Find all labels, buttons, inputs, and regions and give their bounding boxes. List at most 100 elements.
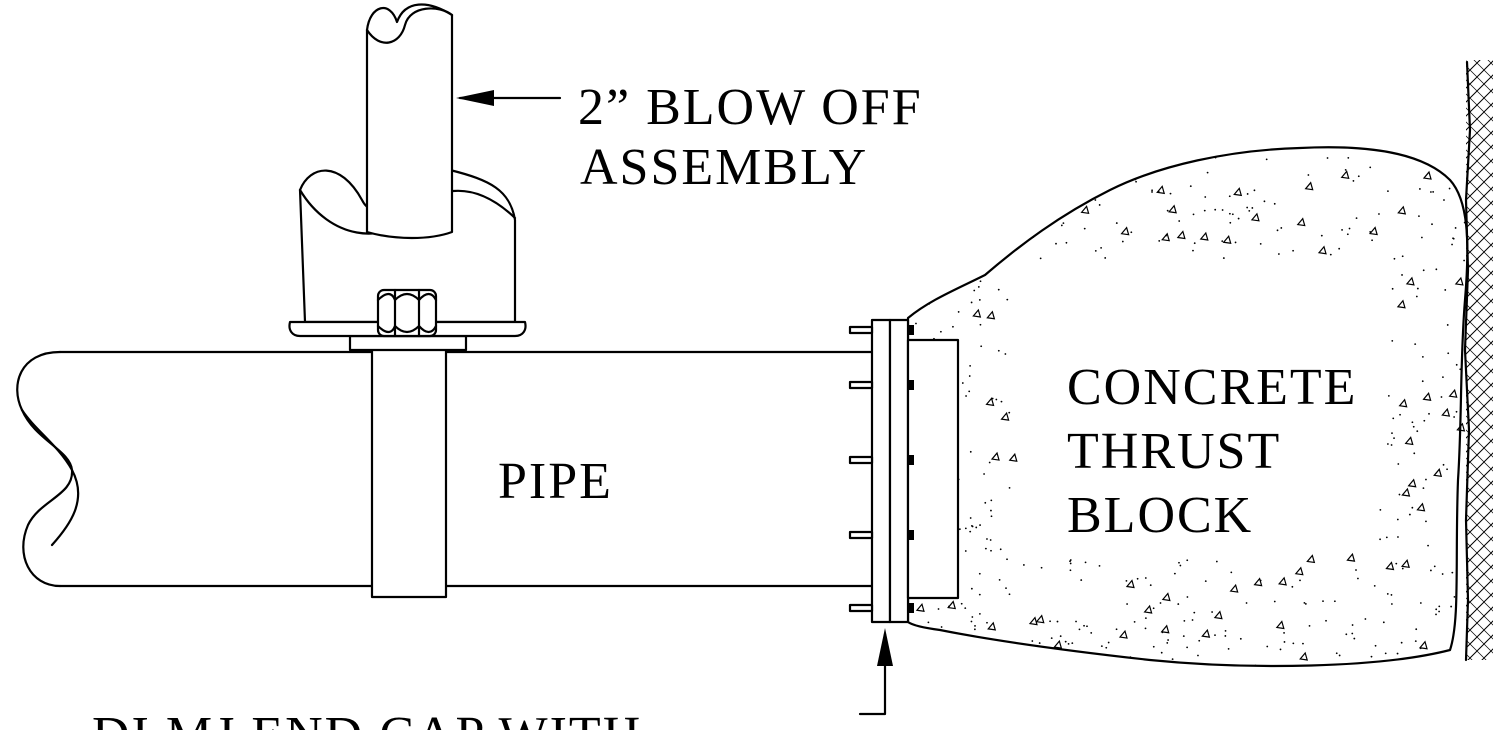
- stipple-dot: [1348, 227, 1351, 230]
- stipple-dot: [1253, 189, 1256, 192]
- stipple-dot: [997, 288, 1000, 291]
- stipple-dot: [1451, 243, 1453, 246]
- stipple-dot: [1107, 641, 1110, 644]
- stipple-dot: [1344, 168, 1347, 171]
- aggregate-mark: [986, 310, 996, 320]
- stipple-dot: [1432, 191, 1435, 193]
- stipple-dot: [1382, 621, 1385, 624]
- aggregate-mark: [1396, 299, 1406, 309]
- stipple-dot: [1352, 180, 1355, 182]
- stipple-dot: [969, 450, 972, 453]
- aggregate-mark: [1385, 561, 1395, 571]
- stipple-dot: [1129, 656, 1132, 659]
- aggregate-mark: [1213, 610, 1223, 620]
- stipple-dot: [1100, 247, 1102, 249]
- stipple-dot: [1326, 157, 1329, 159]
- stipple-dot: [1438, 605, 1441, 608]
- stipple-dot: [1452, 237, 1454, 240]
- stipple-dot: [1397, 536, 1399, 538]
- stipple-dot: [1277, 253, 1280, 255]
- stipple-dot: [1446, 468, 1448, 471]
- aggregate-mark: [1441, 407, 1451, 417]
- stipple-dot: [1353, 637, 1356, 640]
- stipple-dot: [1371, 239, 1373, 242]
- stipple-dot: [1322, 600, 1324, 603]
- stipple-dot: [970, 620, 973, 623]
- stipple-dot: [1387, 394, 1390, 397]
- stipple-dot: [1433, 565, 1436, 568]
- end-cap-label-partial: DI MJ END CAP WITH: [92, 707, 642, 730]
- aggregate-mark: [1404, 436, 1414, 446]
- stipple-dot: [1193, 611, 1196, 614]
- stipple-dot: [1121, 240, 1124, 243]
- stipple-dot: [1347, 156, 1350, 159]
- stipple-dot: [1292, 642, 1295, 645]
- stipple-dot: [1329, 253, 1332, 256]
- stipple-dot: [1166, 209, 1169, 212]
- aggregate-mark: [915, 603, 925, 612]
- stipple-dot: [1159, 602, 1162, 604]
- thrust-block-label-line2: THRUST: [1067, 423, 1281, 480]
- stipple-dot: [1431, 223, 1433, 226]
- aggregate-mark: [1008, 452, 1018, 462]
- stipple-dot: [1374, 644, 1377, 647]
- stipple-dot: [1133, 621, 1136, 623]
- stipple-dot: [1357, 577, 1359, 580]
- thrust-block-label-line1: CONCRETE: [1067, 359, 1357, 416]
- stipple-dot: [998, 578, 1001, 581]
- stipple-dot: [1221, 154, 1224, 157]
- stipple-dot: [1160, 651, 1163, 654]
- stipple-dot: [1169, 192, 1172, 195]
- stipple-dot: [1228, 195, 1231, 198]
- stipple-dot: [1390, 594, 1393, 596]
- aggregate-mark: [1161, 592, 1171, 602]
- stipple-dot: [1167, 639, 1169, 641]
- stipple-dot: [1440, 396, 1443, 398]
- stipple-dot: [1157, 190, 1160, 193]
- stipple-dot: [1221, 240, 1224, 243]
- stipple-dot: [1006, 558, 1008, 561]
- stipple-dot: [1418, 215, 1420, 218]
- stipple-dot: [1158, 240, 1161, 242]
- stipple-dot: [1246, 193, 1249, 195]
- stipple-dot: [1419, 602, 1422, 604]
- stipple-dot: [1115, 222, 1118, 224]
- stipple-dot: [969, 517, 972, 519]
- stipple-dot: [1214, 156, 1217, 159]
- stipple-dot: [973, 289, 976, 292]
- stipple-dot: [1144, 617, 1147, 620]
- stipple-dot: [1254, 664, 1257, 667]
- stipple-dot: [1182, 635, 1185, 638]
- stipple-dot: [1206, 171, 1209, 174]
- stipple-dot: [1189, 185, 1192, 188]
- stipple-dot: [1397, 463, 1400, 465]
- stipple-dot: [988, 461, 991, 464]
- stipple-dot: [1152, 607, 1155, 610]
- stipple-dot: [1065, 241, 1068, 244]
- stipple-dot: [1221, 209, 1224, 211]
- stipple-dot: [961, 382, 964, 384]
- stipple-dot: [1006, 298, 1009, 301]
- stipple-dot: [1341, 229, 1343, 231]
- stipple-dot: [1408, 513, 1411, 516]
- stipple-dot: [1086, 625, 1088, 628]
- stipple-dot: [1392, 417, 1395, 420]
- stipple-dot: [1416, 287, 1419, 290]
- stipple-dot: [964, 607, 967, 610]
- stipple-dot: [1307, 174, 1310, 176]
- stipple-dot: [968, 375, 971, 377]
- stipple-dot: [978, 593, 981, 596]
- stipple-dot: [1071, 642, 1074, 645]
- stipple-dot: [928, 302, 931, 305]
- stipple-dot: [1325, 619, 1327, 622]
- stipple-dot: [964, 527, 967, 530]
- stipple-dot: [1173, 572, 1176, 575]
- stipple-dot: [915, 322, 917, 325]
- stipple-dot: [1192, 249, 1194, 252]
- stipple-dot: [1204, 580, 1207, 583]
- stipple-dot: [1060, 224, 1063, 227]
- stipple-dot: [1418, 188, 1421, 190]
- stipple-dot: [1197, 654, 1199, 657]
- stipple-dot: [1283, 641, 1286, 643]
- stipple-dot: [1463, 221, 1466, 224]
